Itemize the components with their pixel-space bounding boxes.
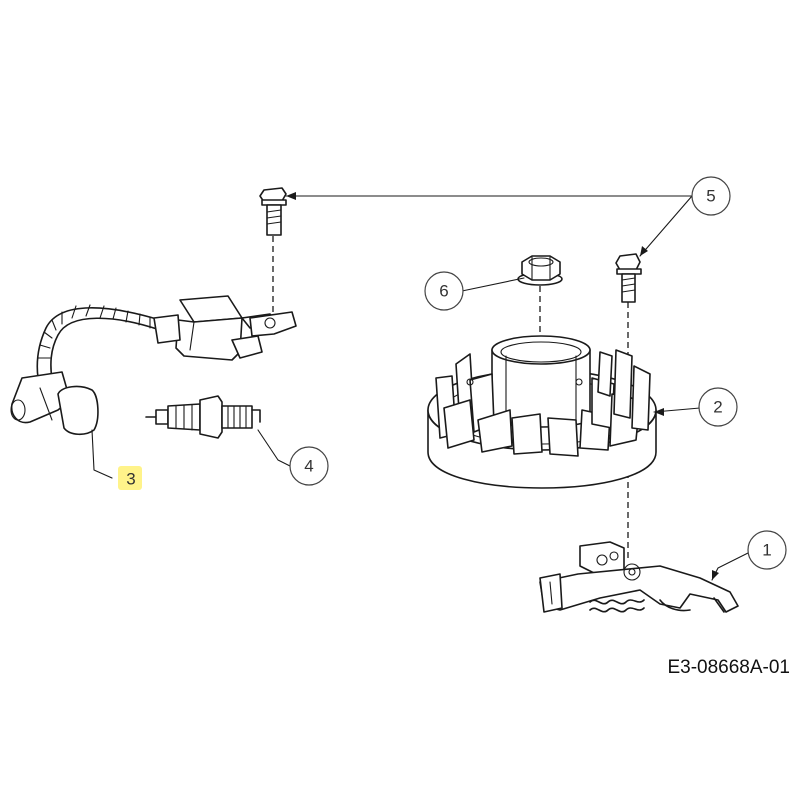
svg-text:6: 6 [439,282,448,301]
leader-lines [91,192,751,581]
svg-text:4: 4 [304,457,313,476]
flange-bolt-icon [259,187,287,236]
callout-6: 6 [424,271,464,311]
callout-1: 1 [747,530,787,570]
brake-bracket-icon [539,541,739,613]
callout-4: 4 [289,446,329,486]
flange-nut-icon [517,255,563,286]
ignition-coil-icon [10,295,297,436]
callout-3: 3 [118,466,142,490]
diagram-reference-code: E3-08668A-01 [667,657,790,678]
callout-2: 2 [698,387,738,427]
highlight-marker [118,466,142,490]
svg-text:3: 3 [126,470,135,489]
flywheel-icon [427,335,657,489]
callout-5: 5 [691,176,731,216]
svg-text:2: 2 [713,398,722,417]
spark-plug-icon [145,395,261,439]
flange-bolt-icon [615,253,642,303]
svg-text:5: 5 [706,187,715,206]
svg-text:1: 1 [762,541,771,560]
